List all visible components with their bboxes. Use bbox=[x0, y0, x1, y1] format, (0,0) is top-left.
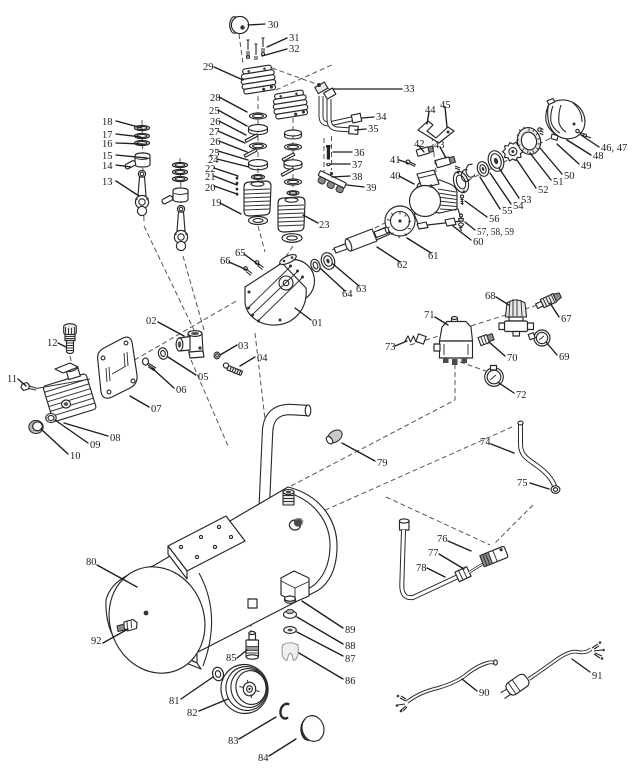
svg-text:02: 02 bbox=[146, 316, 157, 327]
svg-text:26: 26 bbox=[210, 117, 221, 128]
svg-text:39: 39 bbox=[366, 183, 377, 194]
svg-text:09: 09 bbox=[90, 440, 101, 451]
svg-text:88: 88 bbox=[345, 641, 356, 652]
svg-text:76: 76 bbox=[437, 534, 448, 545]
svg-text:29: 29 bbox=[203, 62, 214, 73]
svg-text:69: 69 bbox=[559, 352, 570, 363]
svg-text:25: 25 bbox=[209, 106, 220, 117]
svg-text:38: 38 bbox=[352, 172, 363, 183]
svg-text:74: 74 bbox=[480, 437, 491, 448]
svg-text:37: 37 bbox=[352, 160, 363, 171]
svg-text:53: 53 bbox=[521, 195, 532, 206]
svg-text:07: 07 bbox=[151, 404, 162, 415]
svg-text:42: 42 bbox=[414, 139, 425, 150]
svg-text:16: 16 bbox=[102, 139, 113, 150]
svg-text:70: 70 bbox=[507, 353, 518, 364]
svg-text:72: 72 bbox=[516, 390, 527, 401]
svg-text:91: 91 bbox=[592, 671, 603, 682]
svg-text:57, 58, 59: 57, 58, 59 bbox=[477, 227, 514, 238]
svg-text:43: 43 bbox=[434, 140, 445, 151]
svg-text:82: 82 bbox=[187, 708, 198, 719]
svg-text:06: 06 bbox=[176, 385, 187, 396]
svg-text:78: 78 bbox=[416, 563, 427, 574]
svg-text:73: 73 bbox=[385, 342, 396, 353]
svg-text:54: 54 bbox=[513, 201, 524, 212]
svg-text:20: 20 bbox=[205, 183, 216, 194]
svg-text:89: 89 bbox=[345, 625, 356, 636]
svg-text:01: 01 bbox=[312, 318, 323, 329]
svg-text:28: 28 bbox=[210, 93, 221, 104]
svg-text:18: 18 bbox=[102, 117, 113, 128]
svg-text:44: 44 bbox=[425, 105, 436, 116]
svg-text:63: 63 bbox=[356, 284, 367, 295]
svg-text:30: 30 bbox=[268, 20, 279, 31]
svg-text:56: 56 bbox=[489, 214, 500, 225]
svg-text:61: 61 bbox=[428, 251, 439, 262]
svg-text:55: 55 bbox=[502, 206, 513, 217]
svg-text:67: 67 bbox=[561, 314, 572, 325]
svg-text:64: 64 bbox=[342, 289, 353, 300]
svg-text:13: 13 bbox=[102, 177, 113, 188]
svg-text:08: 08 bbox=[110, 433, 121, 444]
svg-text:92: 92 bbox=[91, 636, 102, 647]
svg-text:45: 45 bbox=[440, 100, 451, 111]
svg-text:68: 68 bbox=[485, 291, 496, 302]
svg-text:24: 24 bbox=[208, 155, 219, 166]
svg-text:05: 05 bbox=[198, 372, 209, 383]
svg-text:50: 50 bbox=[564, 171, 575, 182]
svg-text:86: 86 bbox=[345, 676, 356, 687]
svg-text:79: 79 bbox=[377, 458, 388, 469]
svg-text:21: 21 bbox=[205, 172, 216, 183]
svg-text:36: 36 bbox=[354, 148, 365, 159]
svg-text:41: 41 bbox=[390, 155, 401, 166]
svg-text:62: 62 bbox=[397, 260, 408, 271]
svg-text:10: 10 bbox=[70, 451, 81, 462]
svg-text:03: 03 bbox=[238, 341, 249, 352]
svg-text:75: 75 bbox=[517, 478, 528, 489]
svg-text:11: 11 bbox=[7, 374, 17, 385]
svg-text:27: 27 bbox=[209, 127, 220, 138]
svg-text:22: 22 bbox=[205, 164, 216, 175]
svg-text:49: 49 bbox=[581, 161, 592, 172]
svg-text:15: 15 bbox=[102, 151, 113, 162]
svg-text:33: 33 bbox=[404, 84, 415, 95]
svg-text:04: 04 bbox=[257, 353, 268, 364]
svg-text:90: 90 bbox=[479, 688, 490, 699]
svg-text:65: 65 bbox=[235, 248, 246, 259]
svg-text:60: 60 bbox=[473, 237, 484, 248]
svg-text:48: 48 bbox=[593, 151, 604, 162]
svg-text:19: 19 bbox=[211, 198, 222, 209]
svg-text:35: 35 bbox=[368, 124, 379, 135]
svg-text:12: 12 bbox=[47, 338, 58, 349]
svg-text:85: 85 bbox=[226, 653, 237, 664]
svg-text:84: 84 bbox=[258, 753, 269, 764]
svg-text:17: 17 bbox=[102, 130, 113, 141]
svg-text:32: 32 bbox=[289, 44, 300, 55]
svg-text:14: 14 bbox=[102, 161, 113, 172]
svg-text:26: 26 bbox=[210, 137, 221, 148]
svg-text:66: 66 bbox=[220, 256, 231, 267]
svg-text:23: 23 bbox=[319, 220, 330, 231]
svg-text:46, 47: 46, 47 bbox=[601, 143, 627, 154]
svg-text:51: 51 bbox=[553, 177, 564, 188]
svg-text:40: 40 bbox=[390, 171, 401, 182]
svg-text:77: 77 bbox=[428, 548, 439, 559]
svg-text:83: 83 bbox=[228, 736, 239, 747]
svg-text:80: 80 bbox=[86, 557, 97, 568]
svg-text:34: 34 bbox=[376, 112, 387, 123]
svg-text:87: 87 bbox=[345, 654, 356, 665]
svg-text:31: 31 bbox=[289, 33, 300, 44]
svg-text:71: 71 bbox=[424, 310, 435, 321]
svg-text:25: 25 bbox=[209, 148, 220, 159]
svg-text:52: 52 bbox=[538, 185, 549, 196]
svg-text:81: 81 bbox=[169, 696, 180, 707]
